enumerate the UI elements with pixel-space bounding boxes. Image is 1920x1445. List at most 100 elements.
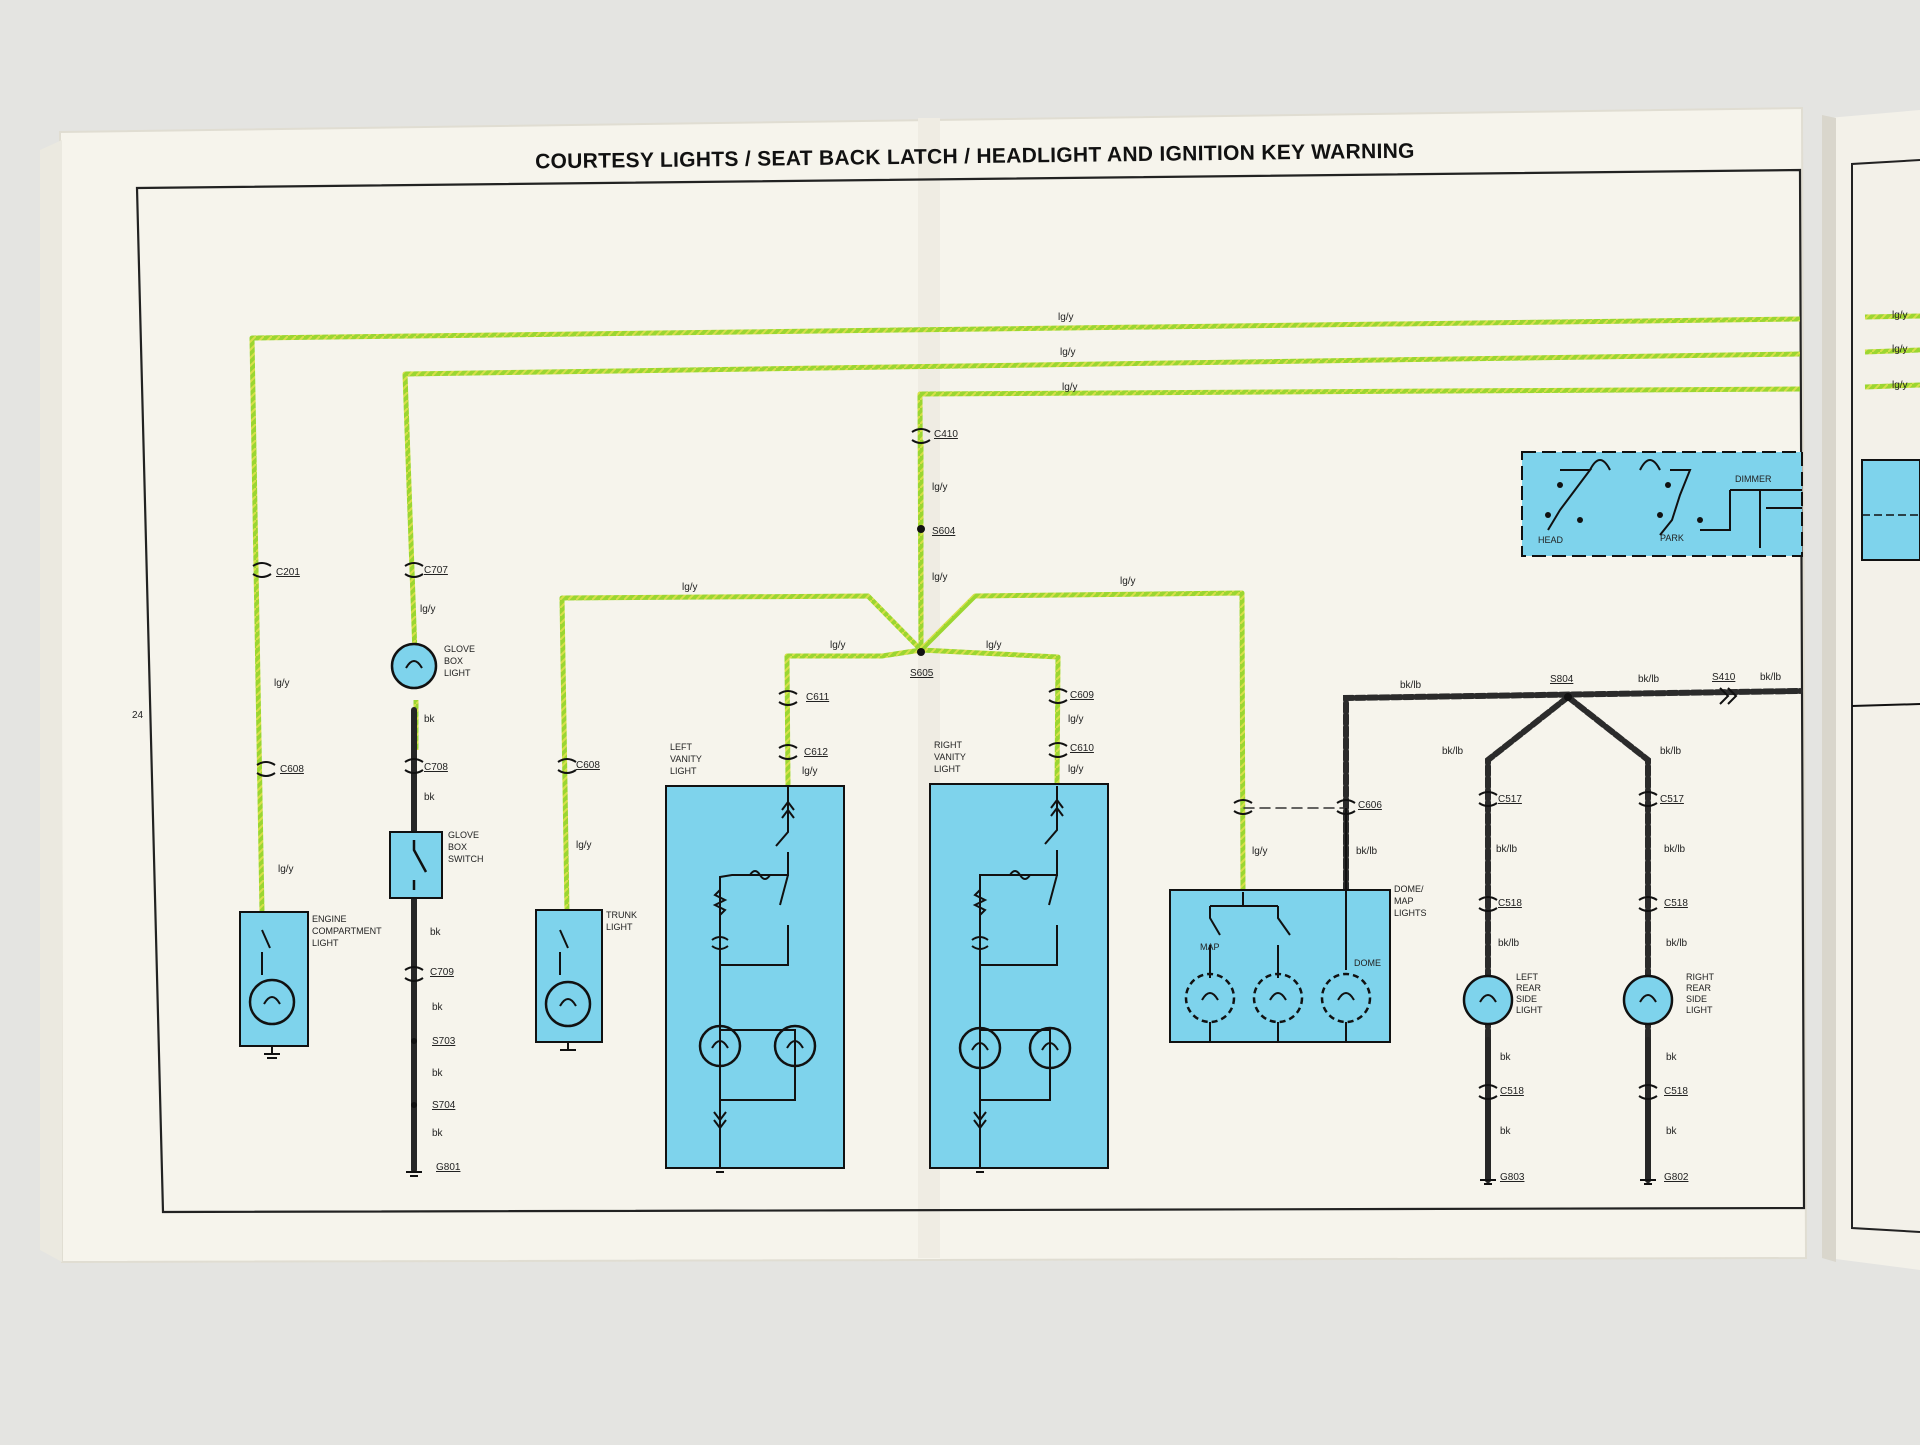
wire-label-lg-y-glove: lg/y xyxy=(420,604,436,615)
wire-label-lg-y-engine-2: lg/y xyxy=(278,864,294,875)
connector-c708: C708 xyxy=(424,762,448,773)
wire-label-lg-y-dome: lg/y xyxy=(1252,846,1268,857)
paper-sheet-right xyxy=(1822,110,1920,1270)
connector-c518-right: C518 xyxy=(1664,898,1688,909)
wire-label-lg-y-right2: lg/y xyxy=(1892,344,1908,355)
connector-c608-trunk: C608 xyxy=(576,760,600,771)
splice-s704: S704 xyxy=(432,1100,456,1111)
label-engine-compartment-light: ENGINE COMPARTMENT LIGHT xyxy=(312,914,384,948)
connector-symbols xyxy=(252,428,1738,1100)
wire-label-lg-y-top2: lg/y xyxy=(1060,347,1076,358)
wire-label-bk-6: bk xyxy=(432,1128,444,1139)
trunk-light xyxy=(535,909,603,1051)
ground-g803: G803 xyxy=(1500,1172,1525,1183)
connector-c608-engine: C608 xyxy=(280,764,304,775)
wire-label-lg-y-top1: lg/y xyxy=(1058,312,1074,323)
wire-label-lg-y-c610: lg/y xyxy=(1068,764,1084,775)
wire-label-lg-y-dome-feed: lg/y xyxy=(1120,576,1136,587)
wire-label-bk-lb-left-1: bk/lb xyxy=(1442,746,1464,757)
wire-label-bk-5: bk xyxy=(432,1068,444,1079)
label-left-rear-side-light: LEFT REAR SIDE LIGHT xyxy=(1516,972,1544,1015)
engine-compartment-light xyxy=(239,911,309,1059)
wire-label-lg-y-c612: lg/y xyxy=(802,766,818,777)
connector-c611: C611 xyxy=(806,692,830,703)
headlamp-switch-park-label: PARK xyxy=(1660,533,1684,543)
wire-label-bk-2: bk xyxy=(424,792,436,803)
dome-map-lights xyxy=(1169,808,1391,1043)
wire-label-bk-lb-right-3: bk/lb xyxy=(1666,938,1688,949)
wire-label-bk-lb-right-1: bk/lb xyxy=(1660,746,1682,757)
wire-label-bk-lb-top: bk/lb xyxy=(1400,680,1422,691)
label-right-vanity-light: RIGHT VANITY LIGHT xyxy=(934,740,968,774)
label-right-rear-side-light: RIGHT REAR SIDE LIGHT xyxy=(1686,972,1716,1015)
label-dome-map-lights: DOME/ MAP LIGHTS xyxy=(1394,884,1427,918)
splice-dots xyxy=(411,525,1572,1108)
ground-g802: G802 xyxy=(1664,1172,1689,1183)
label-trunk-light: TRUNK LIGHT xyxy=(606,910,640,932)
glove-box-light xyxy=(390,642,438,690)
wire-label-bk-3: bk xyxy=(430,927,442,938)
connector-c707: C707 xyxy=(424,565,448,576)
wire-label-bk-lb-left-2: bk/lb xyxy=(1496,844,1518,855)
ground-symbols xyxy=(406,1167,1656,1185)
wire-label-lg-y-left-vanity-feed: lg/y xyxy=(830,640,846,651)
connector-c518-right-low: C518 xyxy=(1664,1086,1688,1097)
splice-s703: S703 xyxy=(432,1036,456,1047)
splice-s605: S605 xyxy=(910,668,934,679)
headlamp-switch-dimmer-label: DIMMER xyxy=(1735,474,1772,484)
splice-s604: S604 xyxy=(932,526,956,537)
connector-c709: C709 xyxy=(430,967,454,978)
headlamp-switch-head-label: HEAD xyxy=(1538,535,1564,545)
wire-label-bk-left-low: bk xyxy=(1500,1052,1512,1063)
wire-label-bk-lb-s410: bk/lb xyxy=(1760,672,1782,683)
wire-label-lg-y-right1: lg/y xyxy=(1892,310,1908,321)
diagram-border xyxy=(135,168,1806,1214)
wire-code-labels: lg/y lg/y lg/y lg/y lg/y lg/y lg/y lg/y … xyxy=(274,310,1908,1139)
left-vanity-light xyxy=(665,785,845,1173)
connector-c201: C201 xyxy=(276,567,300,578)
wire-label-bk-lb-s804: bk/lb xyxy=(1638,674,1660,685)
wire-label-bk-lb-right-2: bk/lb xyxy=(1664,844,1686,855)
label-dome: DOME xyxy=(1354,958,1381,968)
connector-c610: C610 xyxy=(1070,743,1094,754)
wire-label-lg-y-top3: lg/y xyxy=(1062,382,1078,393)
wire-label-bk-lb-dome: bk/lb xyxy=(1356,846,1378,857)
left-rear-side-light xyxy=(1462,974,1514,1026)
connector-c517-right: C517 xyxy=(1660,794,1684,805)
wire-label-lg-y-trunk: lg/y xyxy=(576,840,592,851)
connector-c609: C609 xyxy=(1070,690,1094,701)
connector-labels: C201 C608 C707 C708 C709 C608 C410 C611 … xyxy=(276,429,1688,1097)
wire-label-lg-y-c609: lg/y xyxy=(1068,714,1084,725)
wire-label-bk-lb-left-3: bk/lb xyxy=(1498,938,1520,949)
label-map: MAP xyxy=(1200,942,1220,952)
connector-c518-left-low: C518 xyxy=(1500,1086,1524,1097)
wire-label-lg-y-s604: lg/y xyxy=(932,572,948,583)
connector-c612: C612 xyxy=(804,747,828,758)
wire-label-lg-y-engine-1: lg/y xyxy=(274,678,290,689)
wire-label-bk-left-bottom: bk xyxy=(1500,1126,1512,1137)
ground-labels: G801 G803 G802 xyxy=(436,1162,1689,1183)
wire-label-lg-y-right3: lg/y xyxy=(1892,380,1908,391)
label-glove-box-light: GLOVE BOX LIGHT xyxy=(444,644,478,678)
wire-label-bk-1: bk xyxy=(424,714,436,725)
connector-c606: C606 xyxy=(1358,800,1382,811)
wire-label-bk-right-low: bk xyxy=(1666,1052,1678,1063)
splice-s410: S410 xyxy=(1712,672,1736,683)
label-glove-box-switch: GLOVE BOX SWITCH xyxy=(448,830,484,864)
glove-box-switch xyxy=(389,831,443,899)
right-page-component xyxy=(1851,459,1920,707)
connector-c518-left: C518 xyxy=(1498,898,1522,909)
wire-label-bk-right-bottom: bk xyxy=(1666,1126,1678,1137)
label-left-vanity-light: LEFT VANITY LIGHT xyxy=(670,742,704,776)
wire-label-bk-4: bk xyxy=(432,1002,444,1013)
lg-y-wires xyxy=(249,313,1920,913)
right-rear-side-light xyxy=(1622,974,1674,1026)
page-number: 24 xyxy=(132,710,144,721)
right-vanity-light xyxy=(929,783,1109,1173)
wire-label-lg-y-right-vanity-feed: lg/y xyxy=(986,640,1002,651)
wire-label-lg-y-trunk-feed: lg/y xyxy=(682,582,698,593)
ground-g801: G801 xyxy=(436,1162,461,1173)
connector-c410: C410 xyxy=(934,429,958,440)
